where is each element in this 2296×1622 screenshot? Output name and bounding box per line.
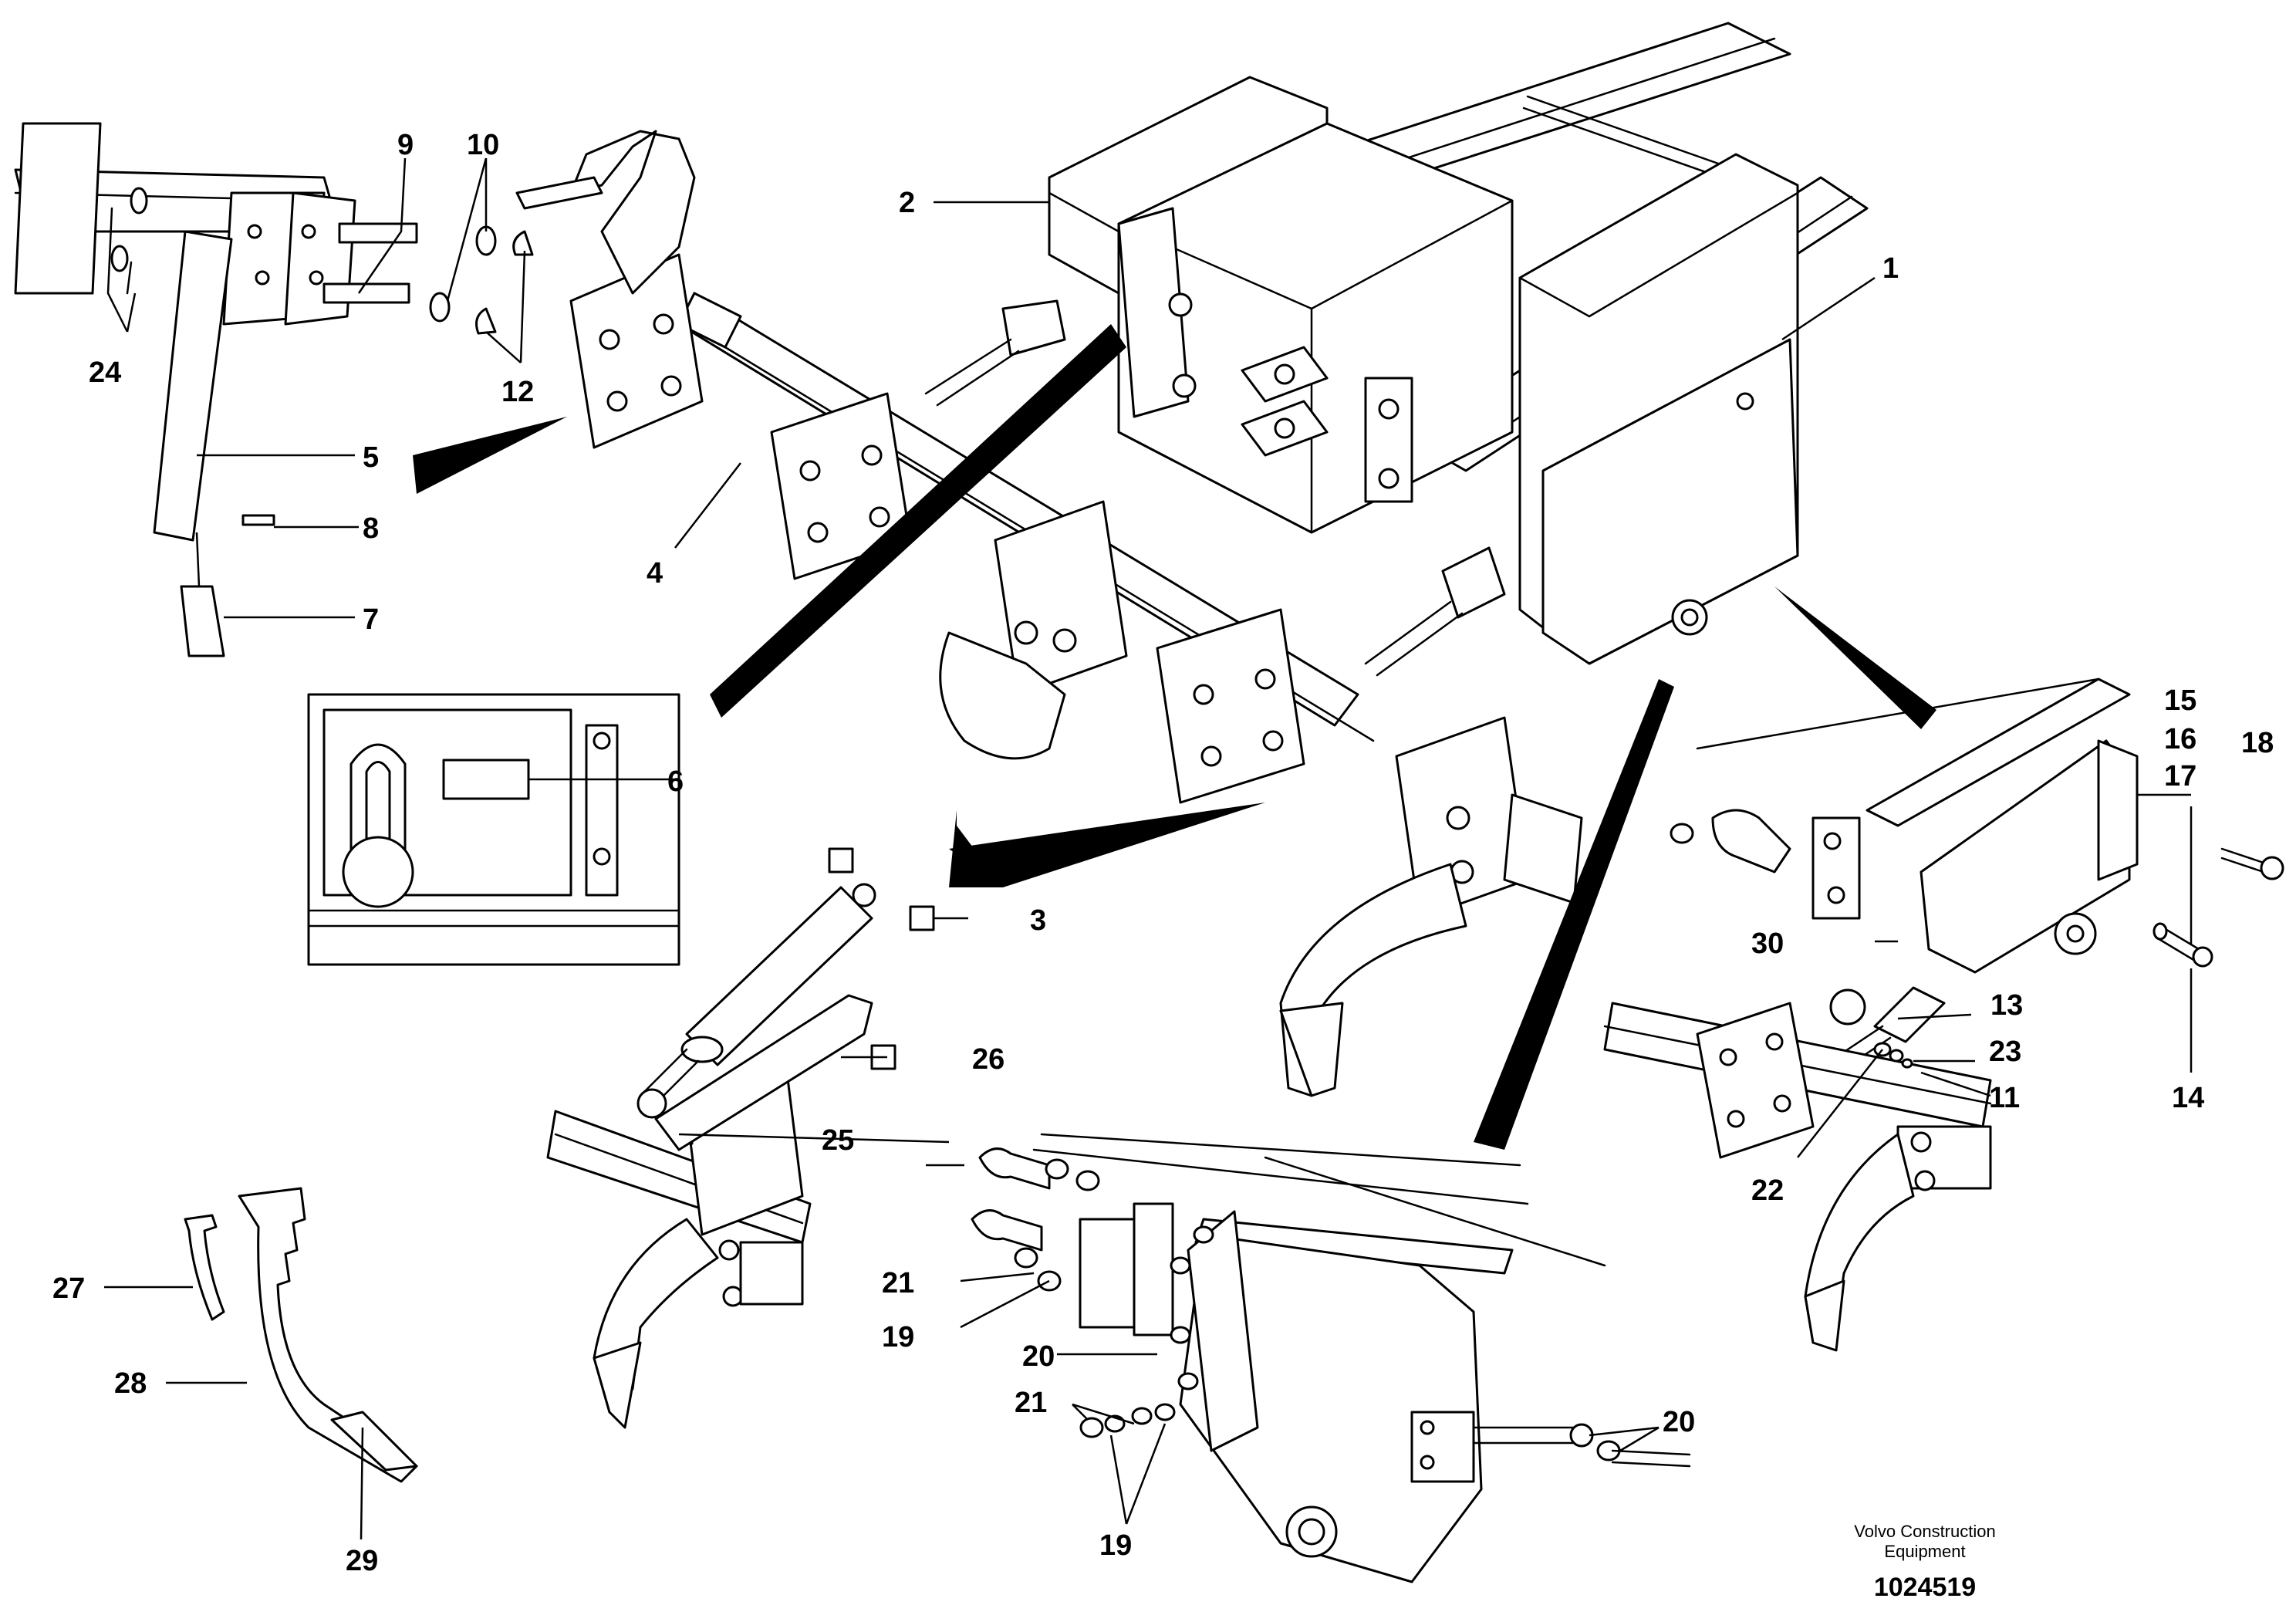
callout-7: 7 bbox=[363, 603, 379, 636]
callout-24: 24 bbox=[89, 357, 121, 389]
callout-17: 17 bbox=[2164, 760, 2196, 792]
detail-cylinder bbox=[546, 803, 1265, 1429]
callout-27: 27 bbox=[52, 1272, 85, 1305]
callout-15: 15 bbox=[2164, 684, 2196, 717]
detail-mount bbox=[971, 679, 1691, 1583]
callout-22: 22 bbox=[1751, 1174, 1784, 1207]
callout-1: 1 bbox=[1882, 252, 1899, 285]
callout-23: 23 bbox=[1989, 1036, 2021, 1068]
callout-11: 11 bbox=[1989, 1082, 2020, 1114]
footer: Volvo Construction Equipment 1024519 bbox=[1854, 1522, 1995, 1602]
detail-cutaway bbox=[307, 324, 1126, 966]
detail-right-assembly bbox=[1603, 586, 2284, 1352]
shank-plate-3 bbox=[994, 500, 1128, 696]
callout-25: 25 bbox=[822, 1124, 854, 1157]
detail-ripper-points bbox=[184, 1187, 418, 1483]
callout-3: 3 bbox=[1030, 904, 1046, 937]
shank-plate-4 bbox=[1156, 608, 1305, 804]
callout-8: 8 bbox=[363, 512, 379, 545]
leader-lines bbox=[104, 157, 2193, 1540]
shank-plate-5 bbox=[1395, 716, 1583, 920]
callout-28: 28 bbox=[114, 1367, 147, 1400]
callout-21a: 21 bbox=[882, 1267, 914, 1299]
callout-20b: 20 bbox=[1663, 1406, 1695, 1438]
shank-plate-1 bbox=[569, 253, 704, 449]
callout-2: 2 bbox=[899, 187, 915, 219]
main-frame-assembly bbox=[515, 22, 1869, 1097]
company-name-line1: Volvo Construction bbox=[1854, 1522, 1995, 1541]
document-number: 1024519 bbox=[1874, 1573, 1976, 1602]
callout-19a: 19 bbox=[882, 1321, 914, 1353]
callout-26: 26 bbox=[972, 1043, 1004, 1076]
callout-labels: 1 2 3 4 5 6 7 8 9 10 12 24 11 13 14 15 1… bbox=[52, 129, 2274, 1577]
callout-30: 30 bbox=[1751, 928, 1784, 960]
callout-18: 18 bbox=[2241, 727, 2274, 759]
company-name-line2: Equipment bbox=[1884, 1542, 1965, 1561]
callout-6: 6 bbox=[667, 765, 684, 798]
callout-4: 4 bbox=[647, 557, 663, 590]
detail-shank-pins bbox=[14, 122, 567, 657]
callout-16: 16 bbox=[2164, 723, 2196, 755]
callout-21b: 21 bbox=[1015, 1387, 1047, 1419]
callout-10: 10 bbox=[467, 129, 499, 161]
callout-29: 29 bbox=[346, 1545, 378, 1577]
callout-20a: 20 bbox=[1022, 1340, 1055, 1373]
callout-19b: 19 bbox=[1099, 1529, 1132, 1562]
callout-13: 13 bbox=[1990, 989, 2023, 1022]
callout-9: 9 bbox=[397, 129, 414, 161]
callout-14: 14 bbox=[2172, 1082, 2204, 1114]
callout-12: 12 bbox=[501, 376, 534, 408]
callout-5: 5 bbox=[363, 441, 379, 474]
